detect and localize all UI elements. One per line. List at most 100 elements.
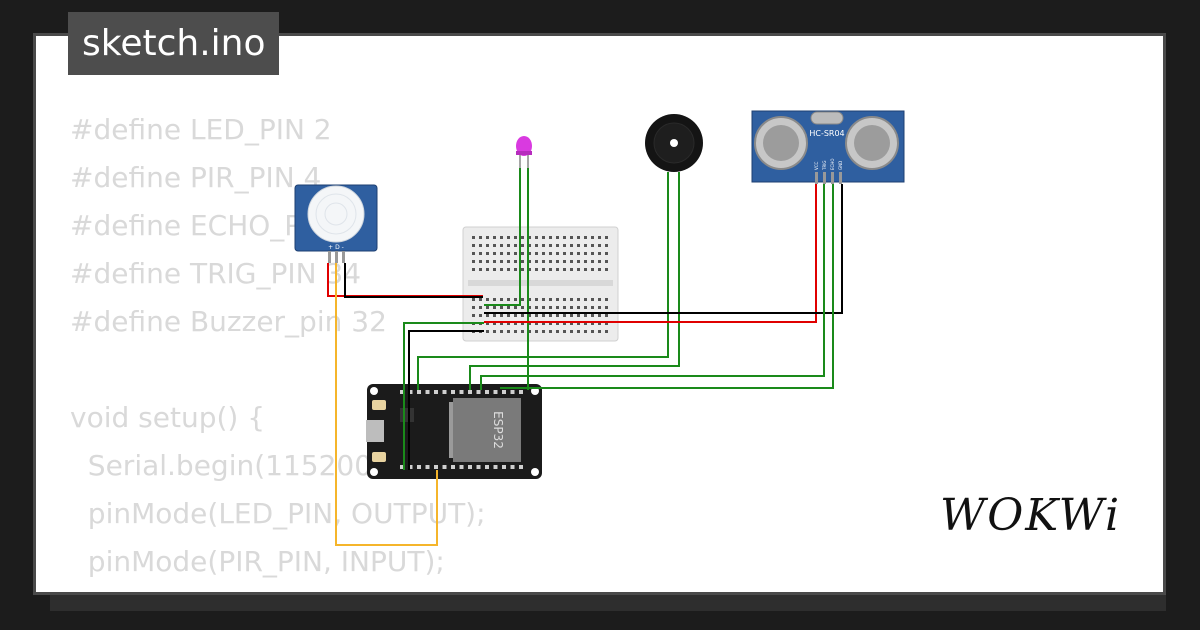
breadboard-hole — [549, 252, 552, 255]
esp32-pin — [434, 465, 438, 469]
esp32-pin — [519, 465, 523, 469]
pir-sensor[interactable]: + D - — [294, 184, 378, 263]
wire-us-vcc — [484, 184, 817, 323]
breadboard-hole — [486, 260, 489, 263]
breadboard-hole — [584, 268, 587, 271]
breadboard-hole — [591, 314, 594, 317]
esp32-pin — [519, 390, 523, 394]
breadboard-hole — [486, 298, 489, 301]
breadboard-hole — [535, 330, 538, 333]
breadboard-hole — [528, 236, 531, 239]
ultrasonic-pin-gnd: GND — [838, 161, 843, 170]
breadboard-hole — [521, 330, 524, 333]
breadboard-hole — [556, 252, 559, 255]
ultrasonic-sensor[interactable]: HC-SR04 VCC TRIG ECHO GND — [751, 110, 905, 184]
breadboard-hole — [570, 268, 573, 271]
breadboard-hole — [542, 298, 545, 301]
breadboard-hole — [549, 330, 552, 333]
breadboard-hole — [528, 268, 531, 271]
breadboard-hole — [563, 306, 566, 309]
breadboard-hole — [528, 244, 531, 247]
breadboard-hole — [556, 244, 559, 247]
breadboard-hole — [493, 314, 496, 317]
breadboard-hole — [521, 314, 524, 317]
breadboard-hole — [514, 322, 517, 325]
breadboard-hole — [542, 252, 545, 255]
breadboard-hole — [528, 330, 531, 333]
breadboard-hole — [493, 244, 496, 247]
breadboard-hole — [486, 306, 489, 309]
breadboard-hole — [570, 236, 573, 239]
breadboard-hole — [507, 236, 510, 239]
code-line: #define Buzzer_pin 32 — [70, 305, 387, 338]
breadboard-hole — [493, 330, 496, 333]
breadboard-hole — [584, 252, 587, 255]
breadboard-hole — [556, 322, 559, 325]
breadboard-hole — [472, 236, 475, 239]
breadboard-hole — [500, 306, 503, 309]
breadboard-hole — [507, 314, 510, 317]
breadboard-hole — [563, 314, 566, 317]
esp32-board[interactable]: ESP32 — [366, 384, 542, 479]
wire-us-trig — [480, 184, 825, 390]
breadboard-hole — [542, 306, 545, 309]
esp32-pins — [400, 390, 523, 469]
file-tab[interactable]: sketch.ino — [68, 12, 280, 75]
breadboard-hole — [577, 298, 580, 301]
breadboard-hole — [584, 314, 587, 317]
breadboard-hole — [514, 252, 517, 255]
ultrasonic-label: HC-SR04 — [809, 129, 844, 138]
esp32-pin — [476, 390, 481, 394]
buzzer[interactable] — [645, 114, 703, 172]
breadboard-hole — [507, 268, 510, 271]
breadboard-hole — [605, 314, 608, 317]
esp32-pin — [408, 390, 413, 394]
breadboard-hole — [472, 298, 475, 301]
breadboard-hole — [591, 322, 594, 325]
esp32-pin — [425, 465, 430, 469]
breadboard-hole — [479, 268, 482, 271]
breadboard[interactable] — [462, 226, 619, 342]
breadboard-hole — [570, 322, 573, 325]
breadboard-hole — [605, 306, 608, 309]
breadboard-hole — [528, 252, 531, 255]
breadboard-hole — [514, 298, 517, 301]
wire-pir-vcc — [327, 263, 483, 297]
breadboard-hole — [535, 306, 538, 309]
esp32-pin — [485, 465, 489, 469]
breadboard-hole — [605, 330, 608, 333]
breadboard-hole — [500, 260, 503, 263]
esp32-pin — [425, 390, 430, 394]
esp32-pin — [493, 465, 498, 469]
breadboard-hole — [563, 260, 566, 263]
breadboard-hole — [584, 322, 587, 325]
esp32-pin — [400, 465, 404, 469]
esp32-pin — [459, 390, 464, 394]
breadboard-hole — [570, 252, 573, 255]
esp32-pin — [417, 465, 421, 469]
breadboard-hole — [570, 298, 573, 301]
breadboard-hole — [500, 244, 503, 247]
breadboard-hole — [528, 322, 531, 325]
breadboard-hole — [584, 244, 587, 247]
breadboard-hole — [542, 330, 545, 333]
breadboard-hole — [577, 268, 580, 271]
breadboard-hole — [500, 236, 503, 239]
breadboard-hole — [507, 330, 510, 333]
breadboard-hole — [514, 314, 517, 317]
breadboard-hole — [577, 306, 580, 309]
led[interactable] — [516, 136, 532, 168]
esp32-pin — [485, 390, 489, 394]
breadboard-hole — [598, 314, 601, 317]
breadboard-hole — [570, 244, 573, 247]
breadboard-hole — [549, 314, 552, 317]
breadboard-hole — [521, 268, 524, 271]
wire-us-gnd — [484, 184, 843, 314]
breadboard-hole — [570, 330, 573, 333]
breadboard-hole — [507, 260, 510, 263]
breadboard-hole — [486, 268, 489, 271]
code-line: pinMode(LED_PIN, OUTPUT); — [70, 497, 486, 530]
breadboard-hole — [507, 306, 510, 309]
breadboard-hole — [493, 252, 496, 255]
